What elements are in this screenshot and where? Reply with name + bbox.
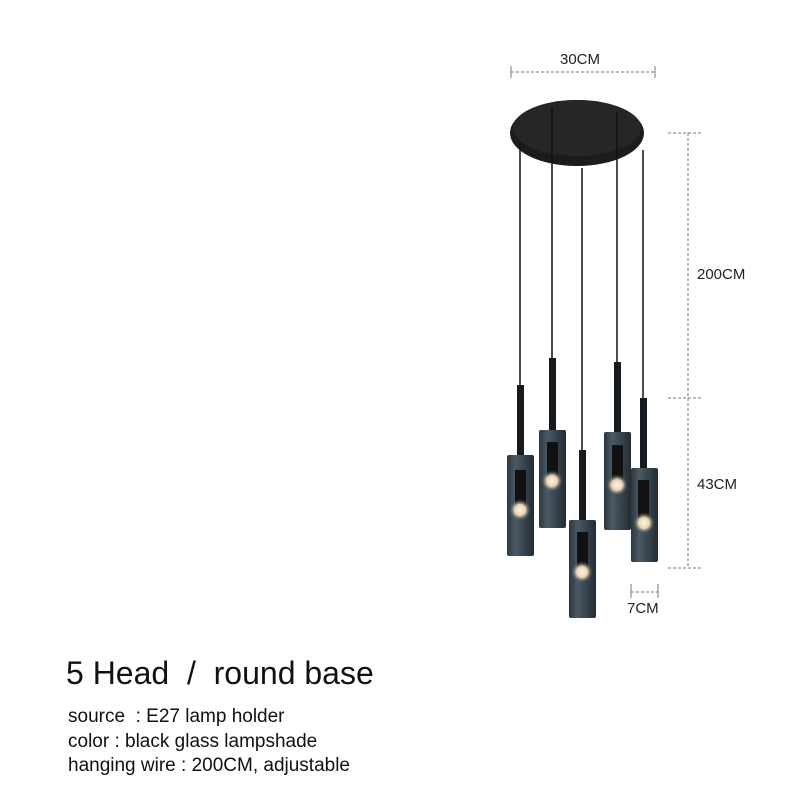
lamp-2 [539, 358, 566, 528]
spec-hanging-wire: hanging wire : 200CM, adjustable [68, 755, 351, 776]
lamp-1 [507, 385, 534, 556]
hanging-wires [519, 108, 644, 450]
lamp-4 [604, 362, 631, 530]
width-dimension-label: 30CM [560, 51, 601, 68]
spec-source: source : E27 lamp holder [68, 706, 285, 727]
spec-color: color : black glass lampshade [68, 731, 318, 752]
lamp-height-dimension-label: 43CM [697, 476, 738, 493]
lamp-5 [631, 398, 658, 562]
wire-length-dimension-label: 200CM [697, 266, 746, 283]
product-title: 5 Head / round base [66, 655, 374, 691]
lamp-3 [569, 450, 596, 618]
lamp-shades [507, 358, 658, 618]
shade-width-dimension-label: 7CM [627, 600, 659, 617]
dimension-lines [510, 66, 702, 598]
